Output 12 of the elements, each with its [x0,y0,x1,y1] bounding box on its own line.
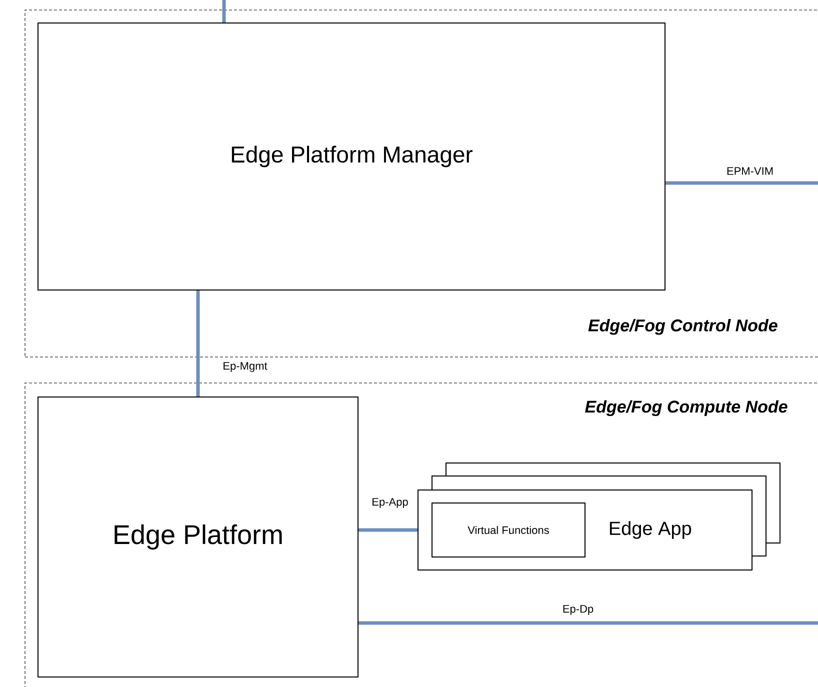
connector-line [358,528,418,532]
edge-label: Ep-Mgmt [222,361,268,373]
process-box: Edge Platform [38,396,358,678]
connector-line [222,0,226,22]
function-box: Virtual Functions [432,502,586,558]
process-box: Edge Platform Manager [38,22,666,290]
edge-label: EPM-VIM [725,166,775,176]
edge-label: Ep-Dp [561,604,595,616]
connector-line [358,621,818,625]
connector-line [196,290,200,396]
edge-label: Ep-App [370,497,410,509]
connector-line [666,181,818,185]
